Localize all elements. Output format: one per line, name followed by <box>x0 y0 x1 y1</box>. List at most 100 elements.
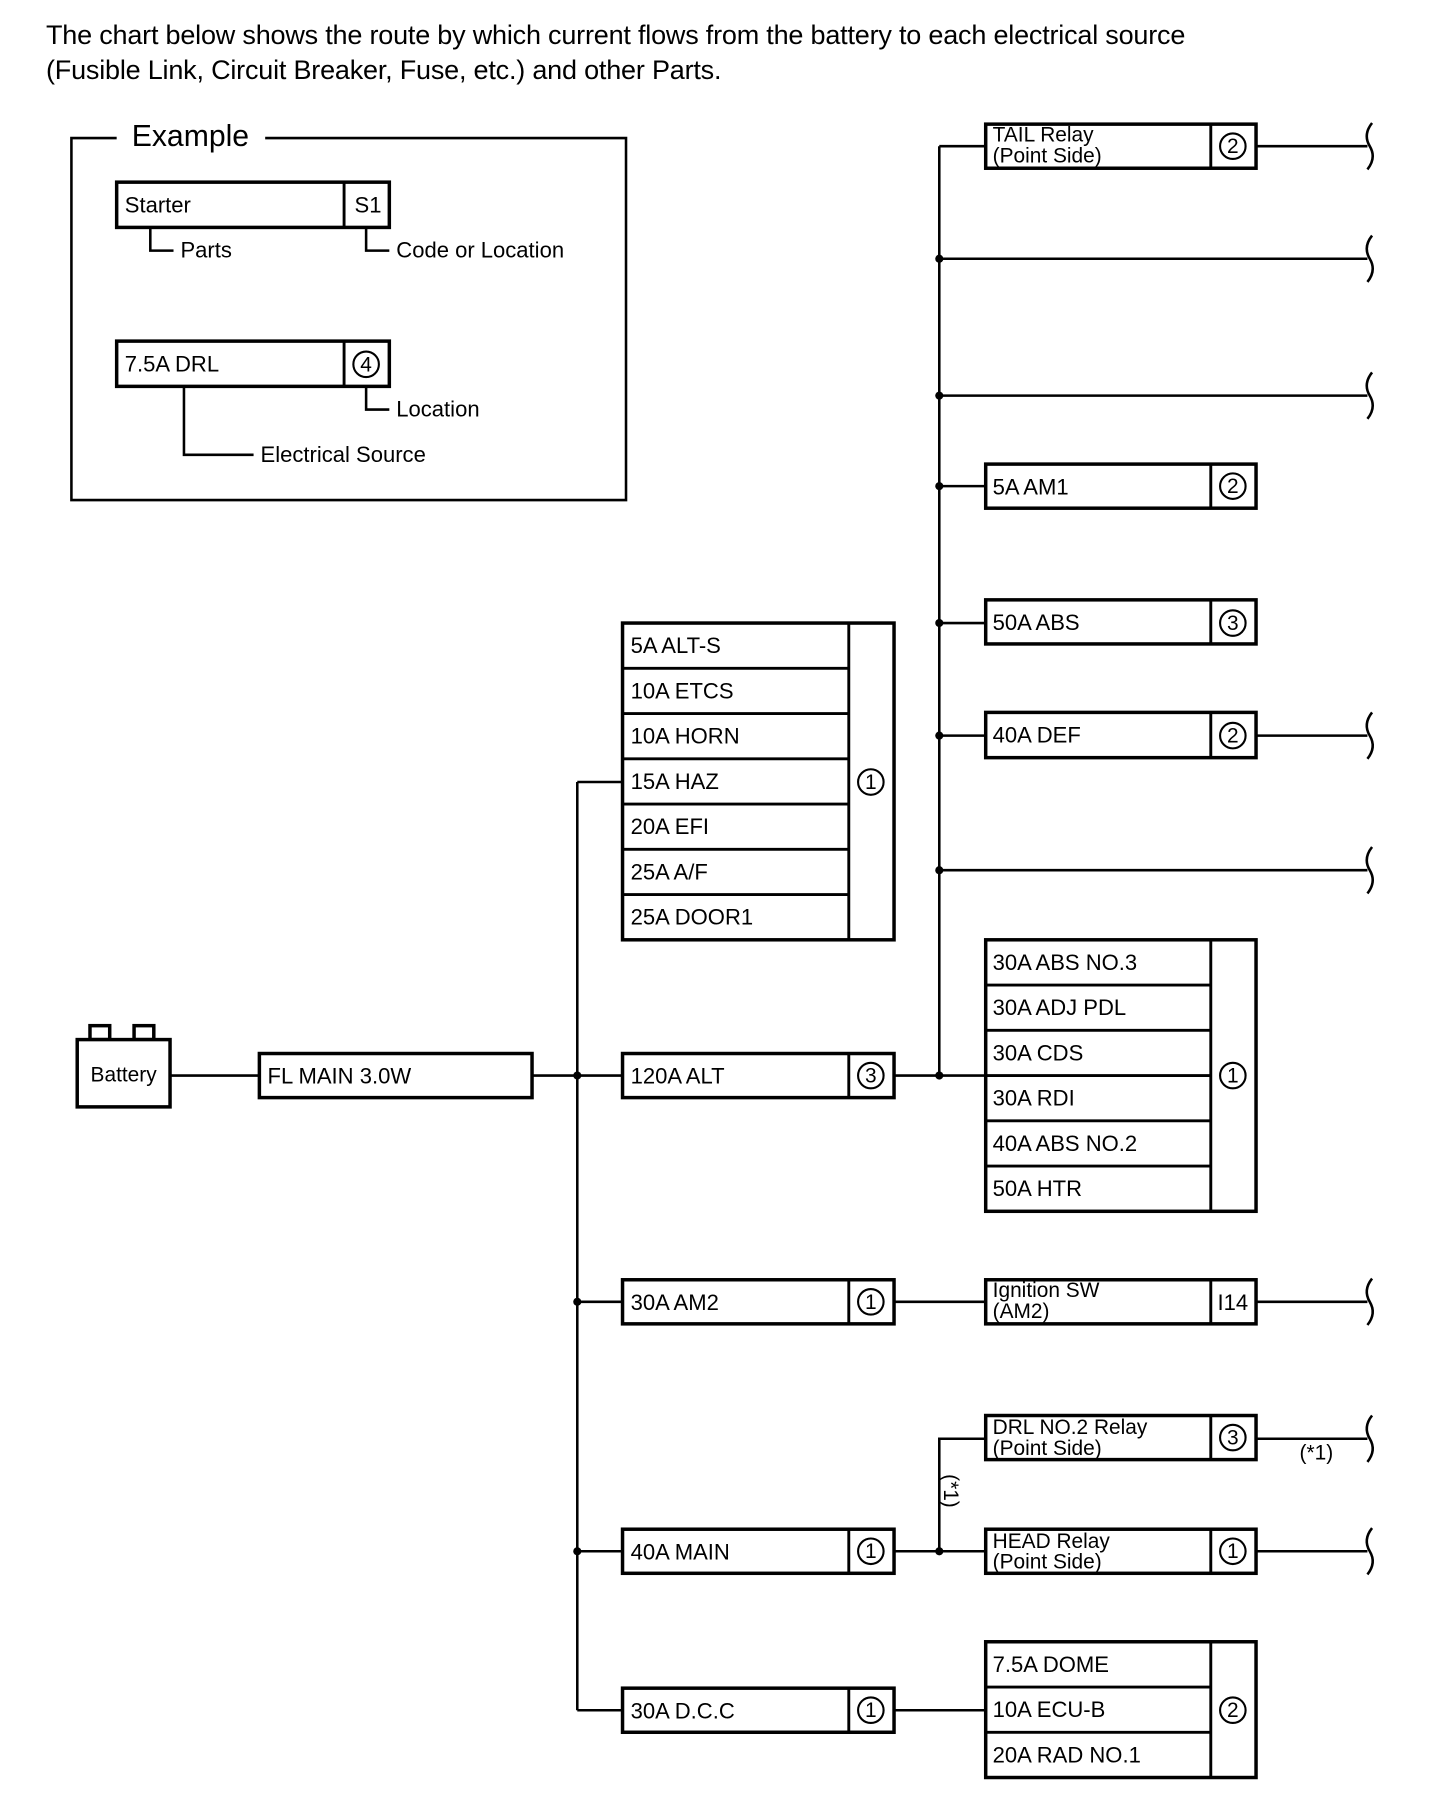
location-circle-icon <box>1219 609 1247 637</box>
location-number: 1 <box>1227 1540 1239 1563</box>
drl-no2-relay: DRL NO.2 Relay (Point Side) 3 <box>983 1413 1258 1462</box>
location-number: 2 <box>1227 475 1239 498</box>
junction-dot <box>935 482 944 491</box>
junction-dot <box>935 1547 944 1556</box>
legend-leader-parts <box>149 227 174 252</box>
junction-dot <box>935 1071 944 1080</box>
dcc-fuse: 30A D.C.C 1 <box>620 1686 896 1735</box>
fuse-item: 30A ABS NO.3 <box>993 950 1138 975</box>
wire-break-icon <box>1365 1277 1374 1326</box>
junction-dot <box>935 618 944 628</box>
location-number: 1 <box>865 771 877 794</box>
junction-dot <box>935 254 944 263</box>
legend-example: Example Starter S1 Parts Code or Locatio… <box>70 120 628 502</box>
location-number: 2 <box>1227 1699 1239 1722</box>
fuse-item: 30A RDI <box>993 1086 1075 1111</box>
head-relay-line2: (Point Side) <box>993 1551 1102 1574</box>
location-circle-icon <box>857 1696 885 1725</box>
location-circle-icon <box>1219 472 1247 500</box>
def-fuse: 40A DEF 2 <box>983 710 1258 760</box>
fuse-item: 30A ADJ PDL <box>993 995 1127 1020</box>
legend-code: S1 <box>355 192 382 217</box>
dcc-label: 30A D.C.C <box>631 1698 735 1723</box>
location-circle-icon <box>1219 1696 1247 1725</box>
fuse-item: 10A ECU-B <box>993 1697 1106 1722</box>
alt-label: 120A ALT <box>631 1064 725 1089</box>
junction-dots <box>573 254 944 1556</box>
battery-terminal-icon <box>132 1023 156 1042</box>
legend-location: 4 <box>360 353 372 376</box>
drl-relay-line2: (Point Side) <box>993 1437 1102 1460</box>
junction-dot <box>573 1071 582 1080</box>
legend-leader-code <box>364 227 390 252</box>
fuse-item: 7.5A DOME <box>993 1652 1109 1677</box>
alt-fuse: 120A ALT 3 <box>620 1051 896 1100</box>
intro-line-1: The chart below shows the route by which… <box>46 20 1186 50</box>
junction-dot <box>935 731 944 740</box>
legend-caption-code: Code or Location <box>396 238 564 263</box>
battery: Battery <box>75 1023 172 1109</box>
am1-label: 5A AM1 <box>993 474 1069 499</box>
am2-fuse: 30A AM2 1 <box>620 1278 896 1326</box>
wire-break-icon <box>1365 234 1374 283</box>
fuse-block-top: 5A ALT-S 10A ETCS 10A HORN 15A HAZ 20A E… <box>620 621 896 942</box>
junction-dot <box>573 1297 582 1306</box>
location-number: 1 <box>865 1540 877 1563</box>
main-fuse: 40A MAIN 1 <box>620 1527 896 1576</box>
tail-relay-line2: (Point Side) <box>993 144 1102 167</box>
fuse-item: 5A ALT-S <box>631 633 721 658</box>
am2-label: 30A AM2 <box>631 1290 719 1315</box>
wire-break-icon <box>1365 371 1374 420</box>
tail-relay-line1: TAIL Relay <box>993 124 1094 147</box>
legend-source-name: 7.5A DRL <box>125 351 219 376</box>
tail-relay: TAIL Relay (Point Side) 2 <box>983 122 1258 170</box>
fl-main-label: FL MAIN 3.0W <box>268 1064 412 1089</box>
fuse-item: 15A HAZ <box>631 769 719 794</box>
fuse-item: 30A CDS <box>993 1040 1084 1065</box>
legend-caption-location: Location <box>396 397 479 422</box>
wire-break-icon <box>1365 122 1374 171</box>
fuse-item: 25A DOOR1 <box>631 905 753 930</box>
def-label: 40A DEF <box>993 723 1081 748</box>
ignition-code: I14 <box>1218 1290 1249 1315</box>
ignition-switch: Ignition SW (AM2) I14 <box>983 1278 1258 1326</box>
location-number: 1 <box>865 1291 877 1314</box>
location-number: 1 <box>1227 1065 1239 1088</box>
location-circle-icon <box>1219 1061 1247 1090</box>
location-circle-icon <box>352 350 380 379</box>
am1-fuse: 5A AM1 2 <box>983 462 1258 510</box>
location-circle-icon <box>1219 132 1247 160</box>
battery-label: Battery <box>91 1063 158 1086</box>
junction-dot <box>935 866 944 875</box>
fuse-item: 10A ETCS <box>631 678 734 703</box>
location-circle-icon <box>857 768 885 796</box>
fuse-item: 50A HTR <box>993 1176 1082 1201</box>
location-circle-icon <box>1219 721 1247 750</box>
location-number: 3 <box>865 1065 877 1088</box>
legend-title: Example <box>132 120 249 153</box>
location-circle-icon <box>1219 1423 1247 1452</box>
ignition-line1: Ignition SW <box>993 1279 1100 1302</box>
legend-source-box: 7.5A DRL 4 <box>114 339 392 389</box>
junction-dot <box>935 391 944 400</box>
legend-parts-box: Starter S1 <box>114 180 392 230</box>
legend-frame <box>70 136 628 502</box>
location-number: 2 <box>1227 135 1239 158</box>
battery-icon <box>75 1037 172 1109</box>
wire-break-icon <box>1365 711 1374 760</box>
location-circle-icon <box>1219 1537 1247 1566</box>
legend-leader-location <box>364 386 390 411</box>
continuation-marks <box>1365 122 1374 1576</box>
junction-dot <box>573 1547 582 1556</box>
location-number: 3 <box>1227 612 1239 635</box>
battery-terminal-icon <box>88 1023 112 1042</box>
fl-main-fusible-link: FL MAIN 3.0W <box>257 1051 534 1100</box>
intro-text: The chart below shows the route by which… <box>46 18 1185 88</box>
legend-part-name: Starter <box>125 192 191 217</box>
wires <box>170 144 1368 1712</box>
drl-note: (*1) <box>1300 1442 1334 1465</box>
fuse-item: 10A HORN <box>631 724 740 749</box>
wire-break-icon <box>1365 846 1374 895</box>
fuse-item: 40A ABS NO.2 <box>993 1131 1138 1156</box>
fuse-item: 25A A/F <box>631 859 708 884</box>
